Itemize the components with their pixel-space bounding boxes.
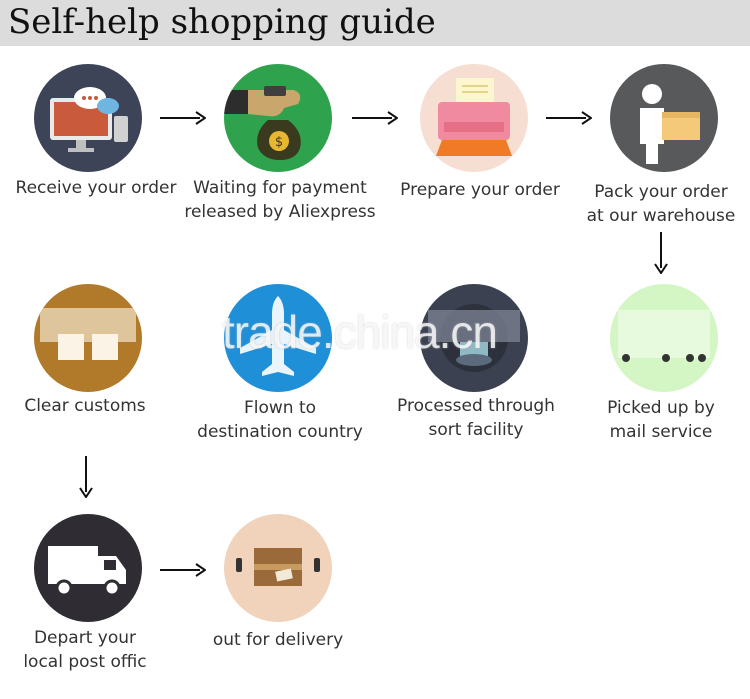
- arrow-down-icon: [654, 232, 668, 274]
- sort-facility-icon: [420, 284, 528, 392]
- arrow-down-icon: [79, 456, 93, 498]
- step-label: Clear customs: [24, 396, 146, 416]
- step-label: Processed through sort facility: [397, 396, 555, 440]
- printer-icon: [420, 64, 528, 172]
- step-label: Flown to destination country: [197, 398, 363, 442]
- page-title: Self-help shopping guide: [8, 2, 436, 42]
- airplane-icon: [224, 284, 332, 392]
- truck-icon: [34, 514, 142, 622]
- step-label: Depart your local post offic: [23, 628, 147, 672]
- step-label: Prepare your order: [400, 180, 560, 200]
- parcel-icon: [224, 514, 332, 622]
- arrow-right-icon: [546, 111, 592, 125]
- arrow-right-icon: [160, 563, 206, 577]
- step-label: Waiting for payment released by Aliexpre…: [184, 178, 376, 222]
- computer-chat-icon: [34, 64, 142, 172]
- step-label: Picked up by mail service: [607, 398, 715, 442]
- watermark-text: trade.china.cn: [222, 306, 498, 358]
- worker-box-icon: [610, 64, 718, 172]
- step-label: Pack your order at our warehouse: [586, 182, 736, 226]
- mail-service-icon: [610, 284, 718, 392]
- step-label: Receive your order: [15, 178, 177, 198]
- customs-icon: [34, 284, 142, 392]
- header-bar: Self-help shopping guide: [0, 0, 750, 46]
- svg-text:$: $: [275, 135, 283, 150]
- arrow-right-icon: [352, 111, 398, 125]
- money-bag-icon: $: [224, 64, 332, 172]
- arrow-right-icon: [160, 111, 206, 125]
- step-label: out for delivery: [212, 630, 344, 650]
